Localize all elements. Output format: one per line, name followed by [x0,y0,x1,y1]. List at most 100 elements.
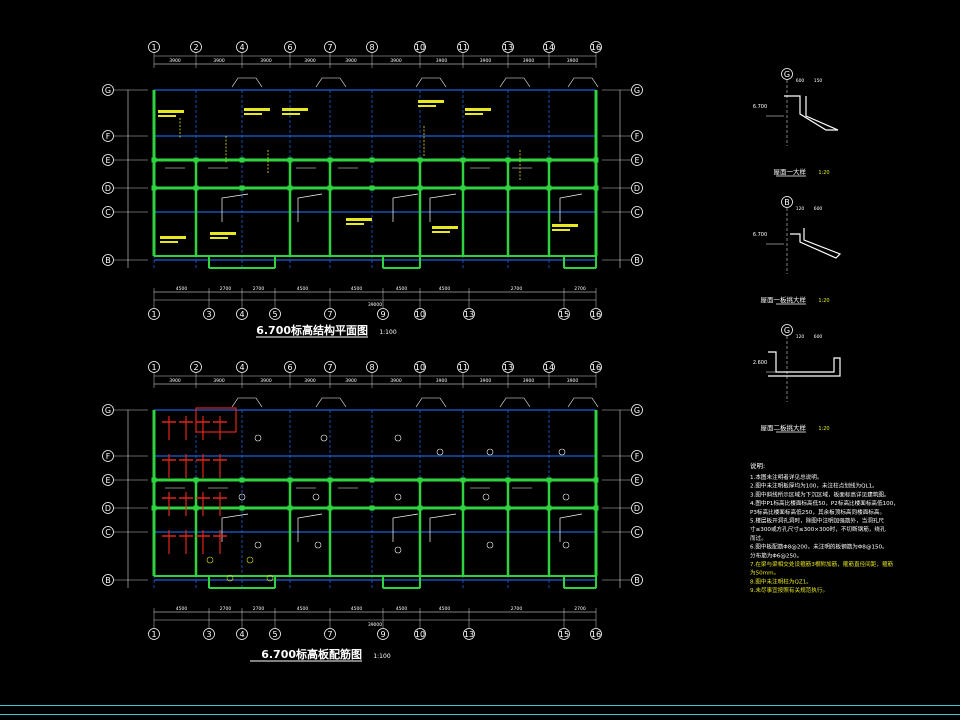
column [369,477,375,483]
axis-bubble-circle [543,361,555,373]
detail-axis-bubble: G [784,326,790,335]
dimension-label: 2700 [574,286,586,292]
dimension-label: 4500 [176,286,188,292]
axis-bubble: 7 [327,43,332,52]
row-bubble: F [635,452,640,461]
row-bubble: C [634,528,640,537]
dimension-label: 3900 [213,378,225,384]
row-bubble-circle [102,574,114,586]
axis-bubble: 7 [327,363,332,372]
parapet-outline [315,77,347,88]
row-bubble-circle [631,130,643,142]
dimension-label: 3900 [523,58,535,64]
beam-annotation [465,113,483,115]
axis-bubble: 6 [287,363,292,372]
slab-panel-tag [266,574,274,582]
axis-bubble-circle [414,628,426,640]
dimension-label: 2700 [220,606,232,612]
column [369,505,375,511]
parapet-outline [315,397,347,408]
axis-bubble-circle [457,41,469,53]
detail-scale: 1:20 [818,298,829,304]
dimension-label: 3900 [169,378,181,384]
row-bubble: E [634,156,639,165]
tab-divider [0,705,960,706]
axis-bubble-circle [236,361,248,373]
column [151,477,157,483]
parapet-outline [499,77,531,88]
elevation-label: 6.700 [753,232,767,238]
axis-bubble: 7 [327,630,332,639]
axis-bubble-circle [366,361,378,373]
column [546,477,552,483]
slab-drop-mark [392,193,419,222]
beam-annotation [210,232,236,235]
axis-bubble-circle [414,361,426,373]
detail-scale: 1:20 [818,170,829,176]
axis-bubble: 16 [591,630,601,639]
column [417,505,423,511]
dimension-label: 4500 [439,286,451,292]
detail-title: 屋面一板挑大样 [761,295,807,304]
column [193,505,199,511]
beam-annotation [282,108,308,111]
row-bubble: G [105,406,111,415]
axis-bubble: 13 [464,630,474,639]
axis-bubble: 13 [464,310,474,319]
row-bubble: F [106,452,111,461]
axis-bubble: 16 [591,43,601,52]
row-bubble-circle [102,526,114,538]
axis-bubble-circle [590,628,602,640]
dimension-label: 4500 [439,606,451,612]
column [327,505,333,511]
dimension-label: 3900 [345,58,357,64]
axis-bubble: 10 [415,630,425,639]
row-bubble: E [105,476,110,485]
column [593,477,599,483]
axis-bubble: 4 [239,43,244,52]
axis-bubble-circle [558,628,570,640]
column [151,157,157,163]
axis-bubble-circle [190,41,202,53]
row-bubble: E [634,476,639,485]
axis-bubble: 4 [239,363,244,372]
axis-bubble-circle [590,41,602,53]
detail-title: 屋面一大样 [774,167,807,176]
axis-bubble-circle [324,41,336,53]
axis-bubble-circle [558,308,570,320]
beam-annotation [160,241,178,243]
detail-dimension: 600 [814,334,823,340]
dimension-label: 4500 [297,606,309,612]
dimension-label: 3900 [390,378,402,384]
axis-bubble: 10 [415,43,425,52]
row-bubble-circle [631,404,643,416]
slab-panel-tag [562,541,570,549]
dimension-label: 4500 [351,606,363,612]
row-bubble-circle [631,182,643,194]
slab-panel-tag [562,493,570,501]
column [287,157,293,163]
column [287,185,293,191]
column [417,185,423,191]
axis-bubble: 14 [544,363,554,372]
beam-annotation [432,226,458,229]
dimension-label: 2700 [511,606,523,612]
detail-dimension: 150 [814,78,823,84]
axis-bubble-circle [203,308,215,320]
row-bubble: B [105,256,111,265]
total-dimension-label: 39000 [368,302,382,308]
dimension-label: 4500 [297,286,309,292]
slab-drop-mark [429,193,457,222]
column [327,185,333,191]
detail-axis-bubble-circle [781,324,793,336]
column [460,185,466,191]
detail-dimension: 600 [814,206,823,212]
beam-annotation [552,224,578,227]
axis-bubble: 7 [327,310,332,319]
general-notes: 说明:1.本图未注明者详见总说明。2.图中未注明板厚均为100，未注柱点划线为Q… [750,461,899,594]
column [546,185,552,191]
beam-annotation [158,115,176,117]
axis-bubble-circle [502,361,514,373]
axis-bubble: 5 [272,310,277,319]
axis-bubble-circle [269,308,281,320]
